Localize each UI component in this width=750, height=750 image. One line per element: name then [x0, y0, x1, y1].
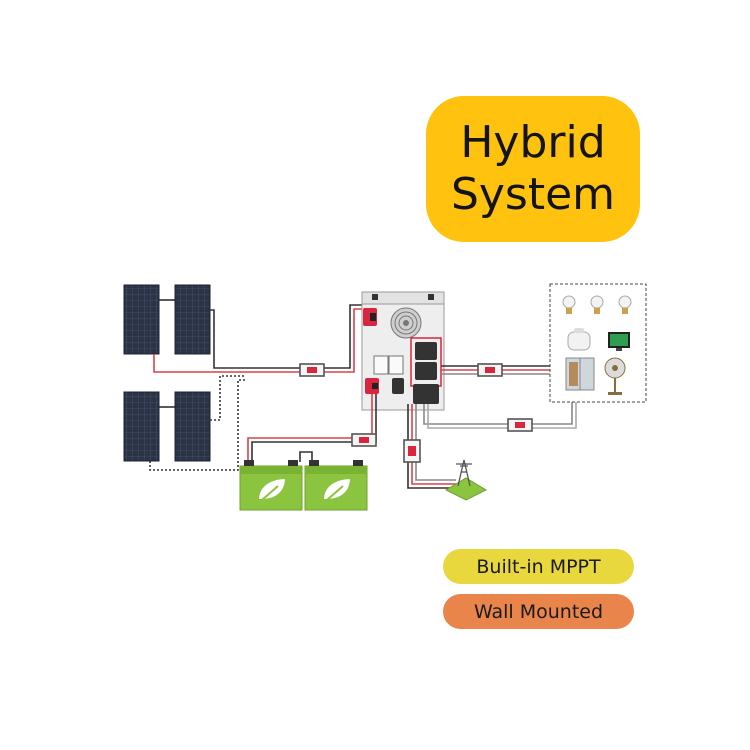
fan-icon	[390, 307, 422, 339]
tv-icon	[608, 332, 630, 351]
lightbulb-icon	[562, 295, 576, 314]
title-badge: Hybrid System	[426, 96, 640, 242]
solar-panel-icon	[174, 284, 211, 355]
pv-wiring	[149, 304, 368, 471]
title-line-2: System	[450, 169, 616, 220]
feature-pill-wall-mounted: Wall Mounted	[443, 594, 634, 629]
leaf-icon	[256, 476, 288, 501]
feature-pill-mppt: Built-in MPPT	[443, 549, 634, 584]
battery-wiring	[247, 394, 377, 462]
battery-bank	[239, 460, 368, 511]
breaker-icon	[373, 355, 389, 375]
solar-panel-icon	[123, 284, 160, 355]
feature-label-wall-mounted: Wall Mounted	[473, 600, 604, 623]
transmission-tower-icon	[444, 459, 488, 501]
grid-wiring	[403, 404, 456, 489]
solar-panel-icon	[123, 391, 160, 462]
solar-array	[123, 284, 211, 462]
leaf-icon	[321, 476, 353, 501]
lightbulb-icon	[618, 295, 632, 314]
solar-panel-icon	[174, 391, 211, 462]
loads-panel	[549, 283, 647, 403]
power-socket-icon	[415, 362, 437, 380]
title-line-1: Hybrid	[460, 117, 606, 168]
electric-fan-icon	[604, 357, 626, 395]
ac-output-wiring	[423, 363, 577, 432]
lightbulb-icon	[590, 295, 604, 314]
power-socket-icon	[415, 342, 437, 360]
breaker-icon	[388, 355, 404, 375]
battery-icon	[239, 460, 303, 511]
feature-label-mppt: Built-in MPPT	[476, 555, 601, 578]
fridge-icon	[565, 357, 595, 391]
inverter-icon	[361, 291, 445, 411]
battery-icon	[304, 460, 368, 511]
rice-cooker-icon	[567, 328, 591, 351]
